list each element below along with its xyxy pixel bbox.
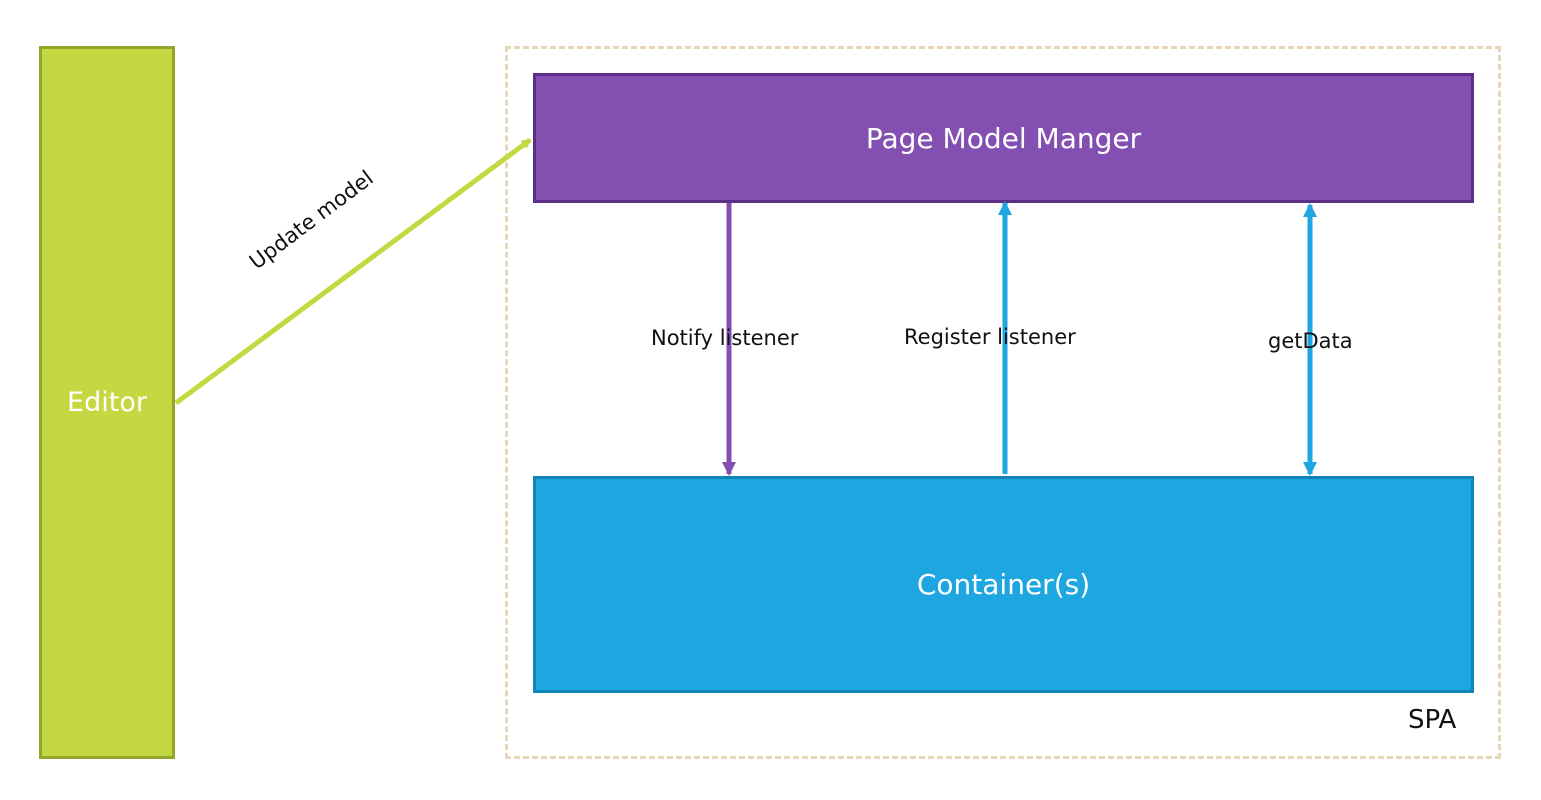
edge-notify-listener-label: Notify listener (651, 326, 799, 350)
containers-node: Container(s) (533, 476, 1474, 693)
page-model-manager-label: Page Model Manger (865, 121, 1142, 155)
edge-get-data-label: getData (1268, 329, 1353, 353)
edge-update-model (174, 137, 532, 406)
editor-node: Editor (39, 46, 175, 759)
spa-boundary (505, 46, 1501, 759)
edge-register-listener-label: Register listener (904, 325, 1076, 349)
editor-label: Editor (67, 387, 147, 418)
containers-label: Container(s) (916, 568, 1091, 601)
spa-label: SPA (1408, 705, 1457, 735)
